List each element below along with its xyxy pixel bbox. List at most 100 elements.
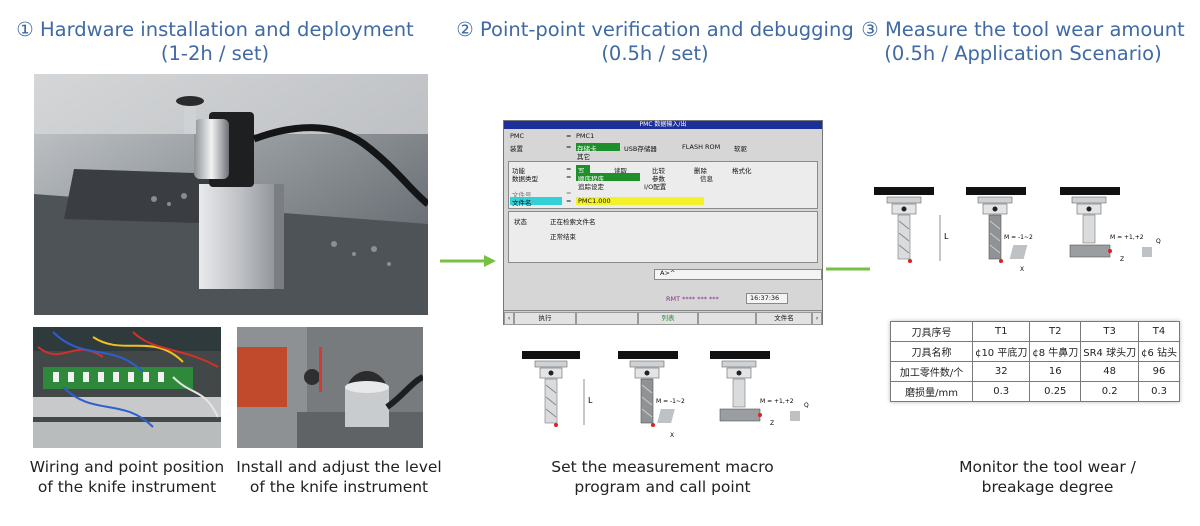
cnc-clock-box (746, 293, 788, 304)
step1-title: ① Hardware installation and deployment (16, 18, 414, 41)
step2-heading: ② Point-point verification and debugging… (450, 18, 860, 66)
cnc-function-option-5[interactable]: 格式化 (732, 167, 752, 175)
table-cell: ¢6 钻头 (1138, 341, 1180, 362)
wiring-caption: Wiring and point position of the knife i… (18, 457, 236, 497)
table-cell: ¢8 牛鼻刀 (1029, 341, 1082, 362)
install-caption: Install and adjust the level of the knif… (228, 457, 450, 497)
wiring-illustration (33, 327, 221, 448)
cnc-datatype-option-1[interactable]: 顺序程序 (578, 175, 604, 183)
table-cell: 刀具序号 (889, 321, 974, 342)
installed-setter-illustration (237, 327, 423, 448)
cnc-datatype-option-4[interactable]: 追踪设定 (578, 183, 604, 191)
cnc-function-option-2[interactable]: 读取 (614, 167, 627, 175)
table-cell: 磨损量/mm (889, 381, 974, 402)
cnc-input-line[interactable] (654, 269, 822, 280)
table-cell: 32 (972, 361, 1031, 382)
monitor-caption: Monitor the tool wear / breakage degree (920, 457, 1175, 497)
length-label: L (944, 232, 949, 241)
cnc-device-option-3[interactable]: FLASH ROM (682, 143, 721, 151)
table-cell: T4 (1138, 321, 1180, 342)
table-cell: T3 (1080, 321, 1140, 342)
table-cell: 16 (1029, 361, 1082, 382)
cnc-function-option-3[interactable]: 比较 (652, 167, 665, 175)
step1-heading: ① Hardware installation and deployment (… (10, 18, 420, 66)
length-label: L (588, 396, 593, 405)
cnc-mode-indicator: RMT **** *** *** (666, 295, 719, 303)
table-cell: 加工零件数/个 (889, 361, 974, 382)
flat-m-label: M = -1~2 (656, 398, 685, 405)
step1-subtitle: (1-2h / set) (160, 42, 270, 65)
table-cell: T2 (1029, 321, 1082, 342)
ball-m-label: M = +1,+2 (1110, 234, 1144, 241)
z-label: Z (1120, 256, 1124, 263)
cnc-fileno-label: 文件号 (512, 191, 532, 199)
install-caption-line2: of the knife instrument (249, 478, 429, 496)
softkey-filename[interactable]: 文件名 (756, 312, 812, 325)
cnc-function-label: 功能 (512, 167, 525, 175)
ball-m-label: M = +1,+2 (760, 398, 794, 405)
softkey-blank-1[interactable] (576, 312, 638, 325)
wiring-photo (33, 327, 221, 448)
cnc-status-line-2: 正常结束 (550, 233, 576, 241)
flat-end-mill-probe: L (522, 351, 593, 427)
cnc-datatype-option-3[interactable]: 信息 (700, 175, 713, 183)
q-label: Q (1156, 238, 1161, 245)
table-row: 加工零件数/个 32 16 48 96 (889, 361, 1180, 382)
x-label: X (1020, 266, 1024, 273)
cnc-status-label: 状态 (514, 218, 527, 226)
tool-probe-diagram-top: L M = -1~2 X M = +1,+2 Z Q (870, 183, 1172, 275)
macro-caption-line1: Set the measurement macro (551, 458, 774, 476)
wiring-caption-line2: of the knife instrument (37, 478, 217, 496)
ball-end-probe: M = +1,+2 Z Q (710, 351, 809, 427)
softkey-blank-2[interactable] (698, 312, 756, 325)
softkey-prev-button[interactable]: ‹ (504, 312, 514, 325)
tool-wear-table: 刀具序号 T1 T2 T3 T4 刀具名称 ¢10 平底刀 ¢8 牛鼻刀 SR4… (889, 321, 1180, 402)
install-caption-line1: Install and adjust the level (236, 458, 442, 476)
monitor-caption-line2: breakage degree (981, 478, 1114, 496)
z-label: Z (770, 420, 774, 427)
x-label: X (670, 432, 674, 439)
step3-heading: ③ Measure the tool wear amount (0.5h / A… (858, 18, 1188, 66)
table-cell: 0.3 (972, 381, 1031, 402)
table-cell: 刀具名称 (889, 341, 974, 362)
softkey-next-button[interactable]: › (812, 312, 822, 325)
cnc-status-line-1: 正在检索文件名 (550, 218, 596, 226)
softkey-execute[interactable]: 执行 (514, 312, 576, 325)
cnc-device-option-4[interactable]: 软驱 (734, 145, 747, 153)
cnc-status-panel (508, 211, 818, 263)
cnc-softkey-bar: ‹ 执行 列表 文件名 › (504, 310, 822, 325)
cnc-filename-field[interactable]: PMC1.000 (578, 197, 611, 205)
tool-setter-photo (34, 74, 428, 315)
q-label: Q (804, 402, 809, 409)
monitor-caption-line1: Monitor the tool wear / (959, 458, 1136, 476)
installed-setter-photo (237, 327, 423, 448)
step3-title: ③ Measure the tool wear amount (861, 18, 1185, 41)
table-header-row: 刀具序号 T1 T2 T3 T4 (889, 321, 1180, 342)
cnc-function-option-4[interactable]: 删除 (694, 167, 707, 175)
table-cell: 0.2 (1080, 381, 1140, 402)
flat-m-label: M = -1~2 (1004, 234, 1033, 241)
table-cell: T1 (972, 321, 1031, 342)
arrow-right-icon (440, 255, 496, 267)
cnc-datatype-label: 数据类型 (512, 175, 538, 183)
softkey-list[interactable]: 列表 (638, 312, 698, 325)
cnc-device-option-2[interactable]: USB存储器 (624, 145, 657, 153)
step2-subtitle: (0.5h / set) (601, 42, 709, 65)
table-row: 刀具名称 ¢10 平底刀 ¢8 牛鼻刀 SR4 球头刀 ¢6 钻头 (889, 341, 1180, 362)
cnc-function-option-1[interactable]: 写 (578, 167, 585, 175)
cnc-datatype-option-2[interactable]: 参数 (652, 175, 665, 183)
tool-setter-illustration (34, 74, 428, 315)
cnc-device-option-1[interactable]: 存储卡 (577, 145, 597, 153)
cnc-prompt: A>^ (660, 269, 676, 277)
cnc-data-io-screen: PMC 数据输入/出 PMC = PMC1 装置 = 存储卡 USB存储器 FL… (503, 120, 823, 325)
cnc-datatype-option-5[interactable]: I/O配置 (644, 183, 667, 191)
table-cell: 48 (1080, 361, 1140, 382)
cnc-pmc-value: PMC1 (576, 132, 595, 140)
bull-nose-probe: M = -1~2 X (618, 351, 685, 439)
cnc-title-bar: PMC 数据输入/出 (504, 121, 822, 129)
cnc-device-option-5[interactable]: 其它 (577, 153, 590, 161)
table-row: 磨损量/mm 0.3 0.25 0.2 0.3 (889, 381, 1180, 402)
table-cell: ¢10 平底刀 (972, 341, 1031, 362)
cnc-pmc-label: PMC (510, 132, 525, 140)
wiring-caption-line1: Wiring and point position (29, 458, 225, 476)
